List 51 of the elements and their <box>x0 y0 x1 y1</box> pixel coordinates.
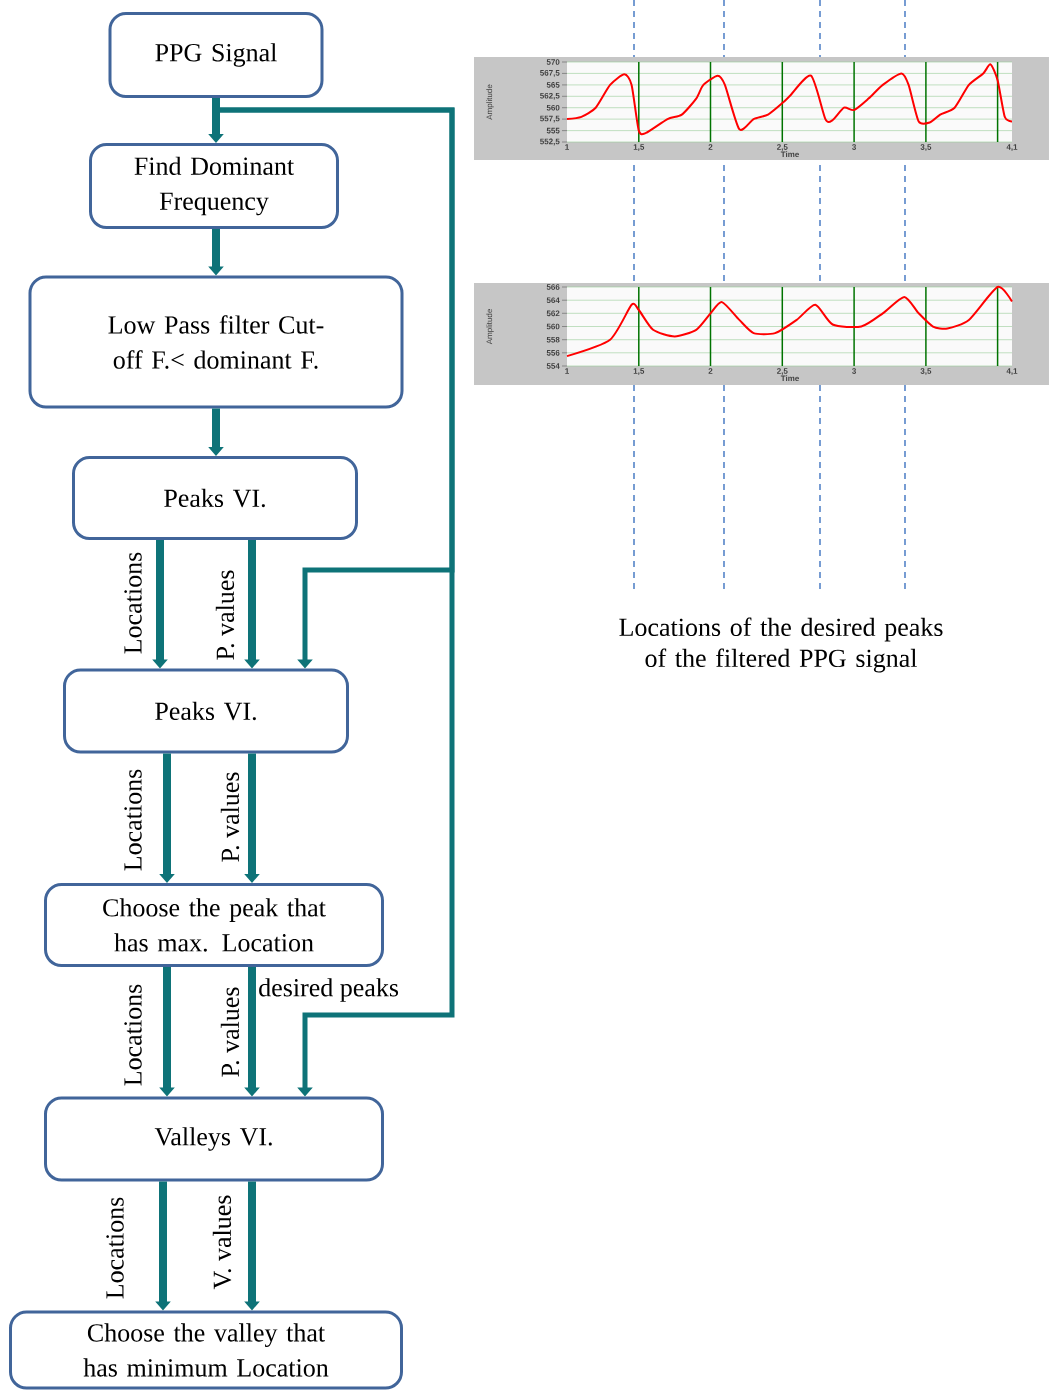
process-box: Peaks VI. <box>63 668 349 754</box>
tick-label: 1 <box>565 368 569 374</box>
note-label: desired peaks <box>259 978 399 1002</box>
tick-label: 567,5 <box>540 70 560 77</box>
tick-label: 556 <box>546 350 560 356</box>
process-box: Choose the peak that has max. Location <box>44 883 384 967</box>
edge-label: P. values <box>215 570 235 660</box>
tick-label: 4,1 <box>1006 368 1018 375</box>
tick-label: 570 <box>546 59 560 65</box>
tick-label: 562,5 <box>540 92 560 100</box>
process-box: Choose the valley that has minimum Location <box>9 1310 403 1390</box>
axis-title: Time <box>780 375 799 382</box>
process-box: Low Pass filter Cut-off F.< dominant F. <box>28 275 404 409</box>
process-box: Valleys VI. <box>44 1096 384 1182</box>
tick-label: 557,5 <box>540 115 560 123</box>
process-box: Peaks VI. <box>72 456 358 540</box>
tick-label: 564 <box>546 297 560 304</box>
axis-title: Time <box>780 151 799 158</box>
tick-label: 562 <box>546 310 560 317</box>
tick-label: 558 <box>546 336 560 343</box>
tick-label: 3,5 <box>920 144 932 152</box>
edge-label: Locations <box>124 552 142 654</box>
caption: Locations of the desired peaks of the filtered PPG signal <box>619 617 943 673</box>
tick-label: 552,5 <box>540 138 560 146</box>
edge-label: V. values <box>212 1195 232 1290</box>
tick-label: 560 <box>546 104 560 111</box>
tick-label: 560 <box>546 323 560 330</box>
axis-title: Amplitude <box>486 309 494 345</box>
axis-title: Amplitude <box>486 84 494 120</box>
edge-label: P. values <box>220 987 240 1077</box>
tick-label: 3 <box>852 144 857 150</box>
process-box: PPG Signal <box>108 12 324 98</box>
tick-label: 2,5 <box>777 368 788 376</box>
tick-label: 1,5 <box>633 144 645 151</box>
tick-label: 2 <box>708 368 713 374</box>
tick-label: 2,5 <box>777 144 788 152</box>
tick-label: 566 <box>546 284 560 290</box>
edge-label: P. values <box>220 772 240 862</box>
edge-label: Locations <box>106 1197 124 1299</box>
tick-label: 4,1 <box>1006 144 1018 151</box>
edge-label: Locations <box>124 984 142 1086</box>
tick-label: 1 <box>565 144 569 150</box>
tick-label: 3,5 <box>920 368 932 376</box>
tick-label: 3 <box>852 368 857 374</box>
tick-label: 555 <box>546 127 560 134</box>
tick-label: 565 <box>546 82 560 88</box>
process-box: Find Dominant Frequency <box>89 143 339 229</box>
tick-label: 1,5 <box>633 368 645 375</box>
tick-label: 554 <box>546 363 560 369</box>
edge-label: Locations <box>124 769 142 871</box>
tick-label: 2 <box>708 144 713 150</box>
